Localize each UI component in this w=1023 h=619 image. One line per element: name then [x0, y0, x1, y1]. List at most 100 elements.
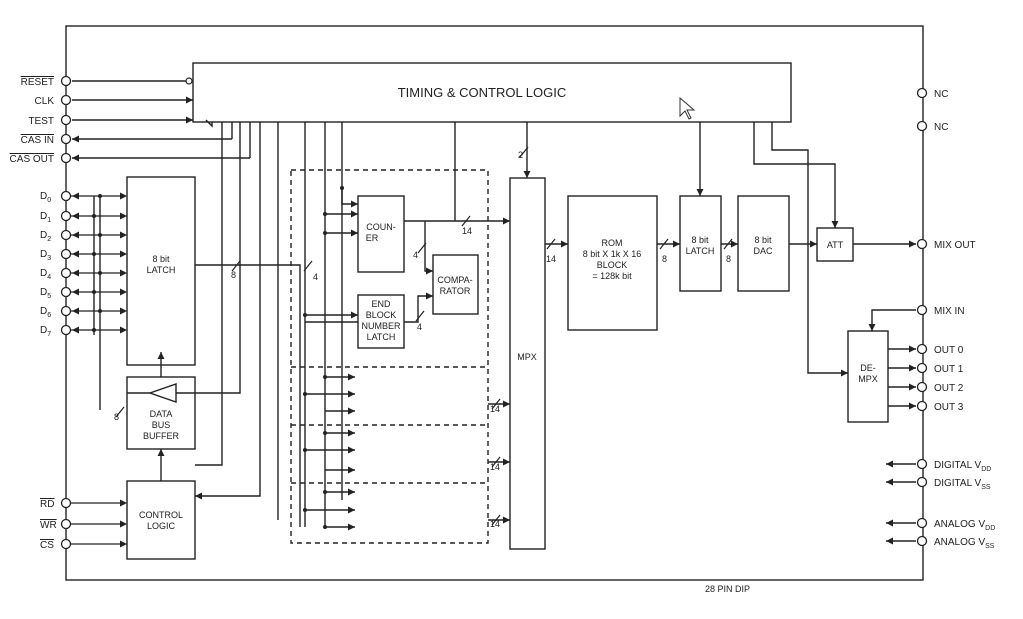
arrowhead — [523, 171, 531, 178]
junction-dot — [323, 525, 327, 529]
arrowhead — [426, 292, 433, 300]
svg-text:BLOCK: BLOCK — [366, 310, 397, 320]
pin-label: CAS OUT — [10, 154, 54, 165]
arrowhead — [195, 492, 202, 500]
svg-text:ER: ER — [366, 233, 379, 243]
arrowhead — [186, 96, 193, 104]
arrow-supply — [886, 460, 893, 468]
pin-label: ANALOG VDD — [934, 519, 995, 532]
arrow-into-control — [120, 540, 127, 548]
arrow-out-pin — [72, 212, 79, 220]
junction-dot — [340, 186, 344, 190]
att-block: ATT — [816, 227, 854, 262]
pin-label: D5 — [40, 287, 51, 300]
control-logic-block: CONTROL LOGIC — [126, 480, 196, 560]
arrow-into-latch — [120, 269, 127, 277]
svg-text:NUMBER: NUMBER — [361, 321, 401, 331]
arrowhead — [841, 369, 848, 377]
bus-label-end-cmp: 4 — [417, 322, 422, 332]
pin-out-0 — [916, 343, 928, 355]
arrowhead — [831, 221, 839, 228]
bus-label-sub2: 14 — [490, 462, 500, 472]
timing-control-block: TIMING & CONTROL LOGIC — [192, 62, 792, 123]
arrowhead — [348, 446, 355, 454]
dac-block: 8 bit DAC — [737, 195, 790, 292]
svg-text:MPX: MPX — [517, 352, 537, 362]
svg-text:COMPA-: COMPA- — [437, 275, 472, 285]
pin-label: ANALOG VSS — [934, 537, 995, 550]
arrow-out-pin — [72, 250, 79, 258]
svg-text:RATOR: RATOR — [440, 286, 471, 296]
arrow-out-pin — [72, 192, 79, 200]
pin-cs — [60, 538, 72, 550]
junction-dot — [92, 328, 96, 332]
pin-nc — [916, 120, 928, 132]
pin-label: RESET — [21, 77, 54, 88]
svg-text:LOGIC: LOGIC — [147, 521, 176, 531]
arrowhead — [351, 210, 358, 218]
arrowhead — [72, 135, 79, 143]
junction-dot — [303, 313, 307, 317]
junction-dot — [98, 233, 102, 237]
bus-slash — [723, 238, 733, 250]
bus-label-sub3: 14 — [490, 519, 500, 529]
bus-slash — [115, 406, 125, 418]
cursor-icon — [679, 96, 696, 120]
pin-label: D3 — [40, 249, 51, 262]
bus-label-counter-cmp: 4 — [413, 250, 418, 260]
svg-text:END: END — [371, 299, 391, 309]
arrowhead — [868, 324, 876, 331]
svg-text:MPX: MPX — [858, 374, 878, 384]
junction-dot — [303, 392, 307, 396]
pin-label: D7 — [40, 325, 51, 338]
junction-dot — [323, 431, 327, 435]
junction-dot — [323, 490, 327, 494]
pin-label: OUT 2 — [934, 383, 964, 394]
junction-dot — [92, 252, 96, 256]
bus-slash — [491, 514, 501, 526]
pin-label: TEST — [28, 116, 54, 127]
bus-slash — [491, 456, 501, 468]
pin-reset — [60, 75, 72, 87]
arrow-into-latch — [120, 192, 127, 200]
pin-d3 — [60, 248, 72, 260]
svg-text:BLOCK: BLOCK — [597, 260, 628, 270]
svg-text:LATCH: LATCH — [367, 332, 396, 342]
junction-dot — [98, 309, 102, 313]
pin-label: OUT 1 — [934, 364, 964, 375]
arrow-supply — [886, 519, 893, 527]
arrow-supply — [886, 478, 893, 486]
arrowhead — [348, 373, 355, 381]
junction-dot — [92, 214, 96, 218]
svg-text:8 bit: 8 bit — [691, 235, 709, 245]
pin-label: CLK — [35, 96, 55, 107]
svg-text:DAC: DAC — [753, 246, 773, 256]
package-label: 28 PIN DIP — [705, 584, 750, 594]
pin-label: NC — [934, 122, 948, 133]
bus-slash — [303, 260, 313, 272]
arrowhead — [503, 400, 510, 408]
pin-mix-out — [916, 238, 928, 250]
arrowhead — [348, 488, 355, 496]
pin-out-1 — [916, 362, 928, 374]
bus-label-sub1: 14 — [490, 404, 500, 414]
junction-dot — [92, 290, 96, 294]
arrow-out-pin — [72, 269, 79, 277]
pin-label: D2 — [40, 230, 51, 243]
pin-label: D4 — [40, 268, 51, 281]
pin-supply-2 — [916, 517, 928, 529]
pin-supply-0 — [916, 458, 928, 470]
bus-labels: 2 8 4 14 4 4 8 14 8 8 14 14 14 — [114, 150, 731, 529]
pin-rd — [60, 497, 72, 509]
bus-label-timing-mpx: 2 — [518, 150, 523, 160]
pin-label: RD — [40, 499, 54, 510]
arrowhead — [561, 240, 568, 248]
arrowhead — [673, 240, 680, 248]
arrow-into-latch — [120, 231, 127, 239]
rom-block: ROM 8 bit X 1k X 16 BLOCK = 128k bit — [567, 195, 658, 331]
pin-d7 — [60, 324, 72, 336]
bus-slash — [491, 398, 501, 410]
comparator-block: COMPA- RATOR — [432, 254, 479, 315]
arrowhead — [157, 352, 165, 359]
